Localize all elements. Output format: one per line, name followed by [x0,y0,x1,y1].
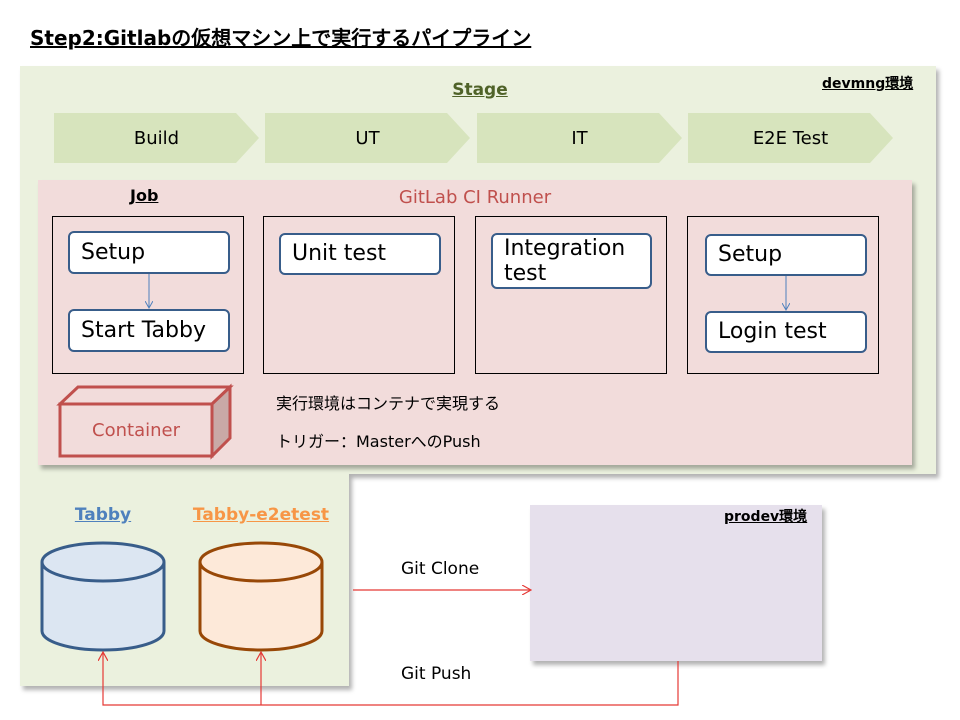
container-label: Container [92,419,180,441]
runner-title: GitLab CI Runner [398,187,552,208]
container-box [56,383,234,460]
git-push-arrow-to-tabby [103,653,679,706]
note-trigger: トリガー：MasterへのPush [276,432,481,451]
job-box-e2e [687,216,879,374]
task-unit-test: Unit test [279,233,441,275]
stage-e2e-test: E2E Test [688,113,893,163]
stage-build: Build [54,113,259,163]
db-label-tabby-e2etest: Tabby-e2etest [192,505,330,525]
devmng-env-label: devmng環境 [822,76,914,92]
database-tabby [40,541,166,652]
task-setup: Setup [68,231,230,274]
job-label: Job [130,186,159,205]
db-label-tabby: Tabby [74,505,132,525]
page-title: Step2:Gitlabの仮想マシン上で実行するパイプライン [30,26,532,50]
job-box-it [475,216,667,374]
git-push-label: Git Push [401,664,472,684]
stage-ut: UT [265,113,470,163]
task-setup-e2e: Setup [705,234,867,276]
stage-it: IT [477,113,682,163]
stage-title: Stage [452,80,508,100]
git-clone-label: Git Clone [401,559,480,579]
note-container-env: 実行環境はコンテナで実現する [276,394,501,413]
prodev-environment-area [530,505,822,661]
job-box-build [52,216,244,374]
task-start-tabby: Start Tabby [68,309,230,352]
task-integration-test: Integration test [491,233,652,289]
job-box-ut [263,216,455,374]
database-tabby-e2etest [198,541,324,652]
prodev-env-label: prodev環境 [724,509,808,525]
task-login-test: Login test [705,311,867,353]
